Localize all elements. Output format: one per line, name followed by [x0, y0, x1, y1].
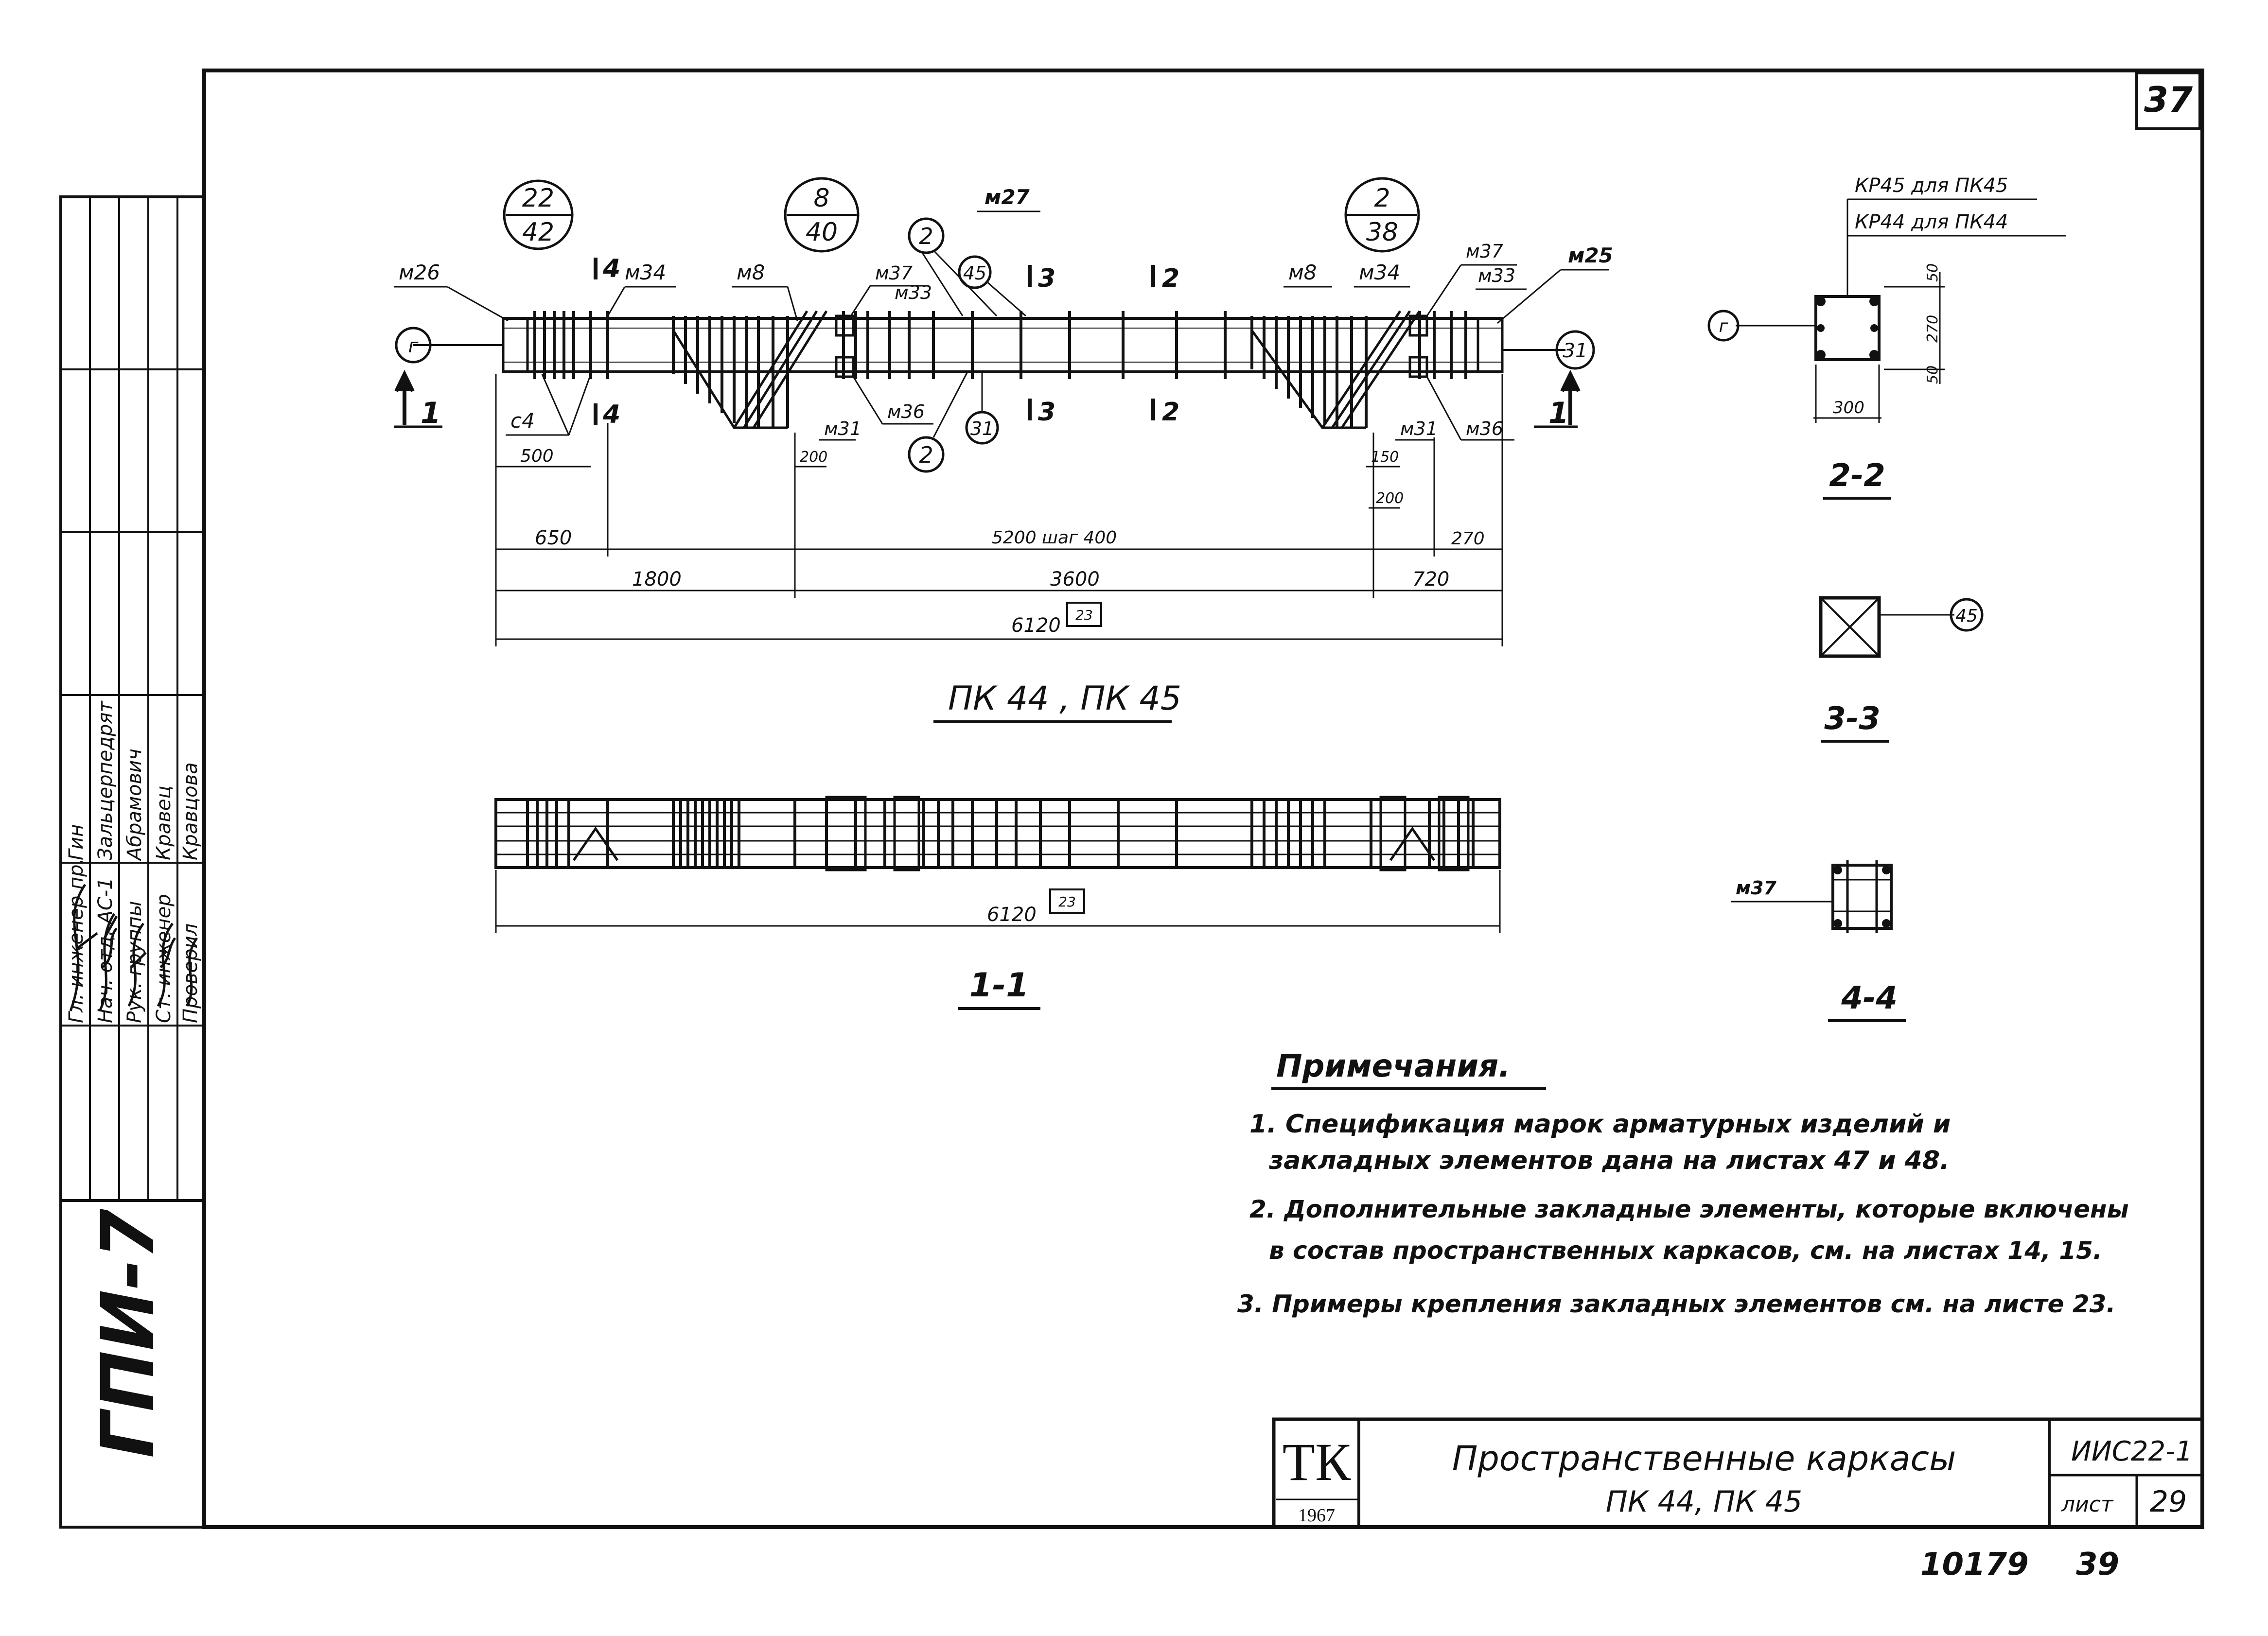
s22-dim-270: 270: [1924, 315, 1941, 343]
sheet-label: лист: [2061, 1492, 2114, 1517]
label-c4: с4: [510, 409, 535, 433]
s22-dim-300: 300: [1833, 398, 1864, 418]
label-m36-right: м36: [1466, 418, 1503, 439]
plan-note-box: 23: [1058, 894, 1076, 910]
label-m37-left: м37: [875, 262, 913, 284]
label-m8-right: м8: [1288, 261, 1317, 284]
note-2-line-1: 2. Дополнительные закладные элементы, ко…: [1249, 1195, 2129, 1223]
sheet-title-line-2: ПК 44, ПК 45: [1606, 1485, 1802, 1519]
sheet-number: 29: [2150, 1485, 2187, 1519]
dim-500: 500: [520, 446, 554, 466]
bubble-3-bottom: 38: [1366, 218, 1398, 247]
label-m36-left: м36: [887, 401, 925, 422]
bubble-2-top: 8: [813, 184, 829, 213]
main-view-title: ПК 44 , ПК 45: [948, 679, 1181, 718]
bubble-3-top: 2: [1374, 184, 1390, 213]
s44-title: 4-4: [1841, 980, 1898, 1016]
plan-view-1-1: 6120 23 1-1: [494, 796, 1501, 1010]
main-elevation: 22 42 8 40 2 38: [394, 177, 1613, 723]
dim-650: 650: [535, 527, 572, 549]
bubble-1-bottom: 42: [522, 218, 554, 247]
title-block: ТК 1967 Пространственные каркасы ПК 44, …: [1272, 1417, 2204, 1529]
dim-note-box: 23: [1075, 607, 1093, 623]
signature-strip: Гл. инженер пр. Нач. отд. АС-1 Рук. груп…: [59, 195, 206, 1529]
note-3: 3. Примеры крепления закладных элементов…: [1237, 1290, 2115, 1318]
note-1-line-2: закладных элементов дана на листах 47 и …: [1268, 1146, 1950, 1175]
section-mark-4-top: 4: [602, 254, 620, 283]
circle-31-bottom: 31: [970, 418, 994, 439]
label-m27: м27: [985, 185, 1030, 209]
circle-31-right: 31: [1563, 340, 1588, 362]
s22-dim-50-bottom: 50: [1924, 365, 1941, 384]
section-mark-3-bottom: 3: [1038, 398, 1055, 427]
sheet-title-line-1: Пространственные каркасы: [1452, 1439, 1956, 1479]
kr45-label: КР45 для ПК45: [1855, 174, 2008, 197]
section-mark-1-right: 1: [1548, 396, 1569, 430]
plan-view-title: 1-1: [969, 966, 1029, 1005]
circle-g-left: г: [408, 335, 419, 357]
notes-block: Примечания. 1. Спецификация марок армату…: [1237, 1048, 2129, 1318]
label-m8-left: м8: [737, 261, 765, 284]
section-mark-2-bottom: 2: [1162, 398, 1179, 427]
section-mark-1-left: 1: [421, 396, 441, 430]
name-3: Абрамович: [123, 748, 146, 862]
mark-bubble-3: 2 38: [1344, 177, 1420, 253]
s22-title: 2-2: [1829, 458, 1885, 494]
label-m37-right: м37: [1466, 241, 1503, 262]
dim-5200: 5200 шаг 400: [992, 528, 1117, 548]
circle-45: 45: [963, 262, 986, 284]
name-1: Гин: [65, 824, 88, 860]
bubble-1-top: 22: [522, 184, 554, 213]
dim-6120: 6120: [1011, 614, 1061, 637]
corner-sheet-number: 37: [2144, 79, 2193, 120]
dim-1800: 1800: [632, 568, 682, 591]
plan-dim-6120: 6120: [987, 904, 1037, 926]
note-1-line-1: 1. Спецификация марок арматурных изделий…: [1249, 1110, 1951, 1139]
dim-150: 150: [1371, 449, 1399, 466]
name-2: Зальцерпедрят: [94, 700, 117, 860]
label-m26: м26: [399, 261, 440, 284]
section-mark-3-top: 3: [1038, 264, 1055, 293]
side-stamp-code: ГПИ-7: [86, 1208, 171, 1458]
name-4: Кравец: [153, 785, 175, 860]
s22-circle-g: г: [1719, 316, 1729, 336]
section-3-3: 45 3-3: [1819, 596, 1984, 743]
notes-heading: Примечания.: [1276, 1048, 1511, 1084]
kr44-label: КР44 для ПК44: [1855, 211, 2008, 233]
label-m31-right: м31: [1400, 418, 1438, 439]
s44-label-m37: м37: [1736, 877, 1777, 899]
circle-2-top: 2: [919, 223, 933, 249]
series-code: ИИС22-1: [2071, 1436, 2193, 1467]
section-4-4: м37 4-4: [1731, 860, 1906, 1022]
mark-bubble-1: 22 42: [503, 179, 574, 250]
section-mark-4-bottom: 4: [602, 400, 620, 429]
dim-3600: 3600: [1050, 568, 1100, 591]
label-m33-left: м33: [895, 282, 932, 303]
dim-200-left: 200: [800, 449, 827, 466]
dim-270: 270: [1451, 529, 1485, 549]
dim-720: 720: [1412, 568, 1449, 591]
title-year: 1967: [1298, 1505, 1335, 1526]
section-mark-2-top: 2: [1162, 264, 1179, 293]
label-m33-right: м33: [1478, 265, 1515, 286]
logo-tk: ТК: [1283, 1432, 1351, 1492]
bubble-2-bottom: 40: [806, 218, 838, 247]
s33-circle-45: 45: [1955, 606, 1978, 626]
label-m34-left: м34: [625, 261, 666, 284]
mark-bubble-2: 8 40: [784, 177, 860, 253]
name-5: Кравцова: [179, 762, 202, 860]
handwritten-signatures: [69, 884, 198, 1012]
label-m25: м25: [1568, 244, 1613, 267]
s33-title: 3-3: [1824, 701, 1881, 737]
section-2-2: КР45 для ПК45 КР44 для ПК44 г 300 50 270: [1707, 174, 2066, 500]
bottom-number-archive: 10179: [1920, 1547, 2029, 1583]
circle-2-bottom: 2: [919, 442, 933, 468]
label-m31-left: м31: [824, 418, 861, 439]
note-2-line-2: в состав пространственных каркасов, см. …: [1269, 1236, 2102, 1265]
label-m34-right: м34: [1359, 261, 1400, 284]
dim-200-right: 200: [1376, 490, 1404, 507]
s22-dim-50-top: 50: [1924, 263, 1941, 282]
bottom-number-page: 39: [2076, 1547, 2119, 1583]
